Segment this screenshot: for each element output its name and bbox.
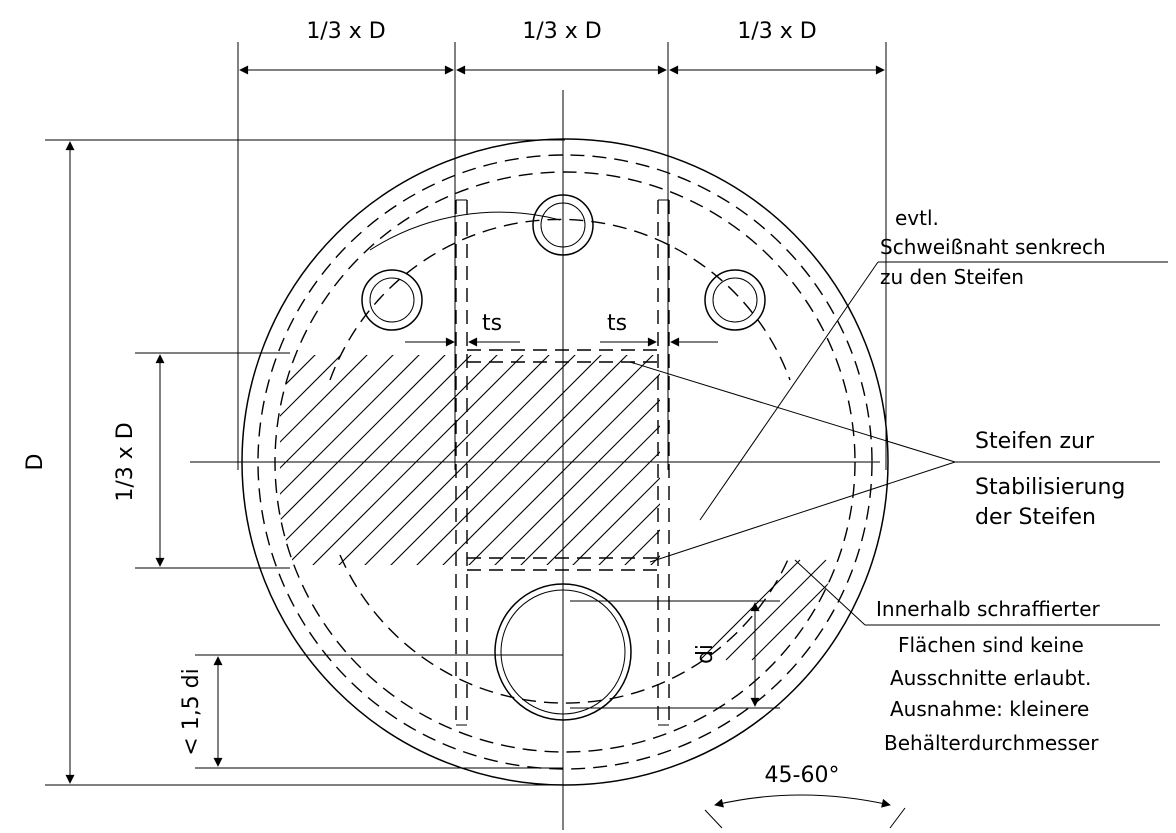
hatch-line bbox=[641, 355, 660, 565]
no-cutouts-line-1: Innerhalb schraffierter bbox=[876, 597, 1101, 621]
dim-angle: 45-60° bbox=[765, 763, 840, 788]
hatch-line bbox=[303, 355, 605, 565]
no-cutouts-line-4: Ausnahme: kleinere bbox=[890, 697, 1089, 721]
di-dimension: di bbox=[570, 600, 780, 709]
hatch-line bbox=[537, 355, 660, 565]
no-cutouts-line-2: Flächen sind keine bbox=[898, 633, 1084, 657]
hatch-line bbox=[459, 355, 660, 565]
dim-diameter: D bbox=[23, 454, 48, 471]
hatch-line-side bbox=[751, 559, 853, 661]
stiffeners-note-line-2: Stabilisierung bbox=[975, 475, 1125, 500]
weld-note: evtl. Schweißnaht senkrech zu den Steife… bbox=[699, 206, 1168, 521]
weld-note-line-3: zu den Steifen bbox=[880, 265, 1024, 289]
dim-third-1: 1/3 x D bbox=[306, 19, 385, 44]
stiffeners-note-line-1: Steifen zur bbox=[975, 429, 1095, 454]
center-lines bbox=[190, 90, 880, 830]
dim-offset: < 1,5 di bbox=[179, 668, 204, 755]
hatch-line bbox=[280, 355, 527, 565]
hatch-line bbox=[329, 355, 631, 565]
hatch-line-side bbox=[725, 559, 827, 661]
hatch-line bbox=[280, 355, 293, 565]
ts-dimensions: ts ts bbox=[405, 311, 718, 347]
hatch-line bbox=[280, 355, 475, 565]
hatch-line bbox=[1084, 300, 1176, 600]
angle-dimension: 45-60° bbox=[704, 763, 906, 829]
dim-vertical-third: 1/3 x D bbox=[113, 422, 138, 501]
no-cutouts-line-3: Ausschnitte erlaubt. bbox=[890, 666, 1091, 690]
hatch-line bbox=[1136, 300, 1176, 600]
nozzle-top bbox=[532, 194, 594, 256]
stiffener-plates bbox=[455, 199, 670, 726]
hatch-line bbox=[0, 300, 6, 600]
hatch-line bbox=[280, 355, 553, 565]
hatch-line bbox=[615, 355, 660, 565]
nozzle-left bbox=[361, 269, 423, 331]
hatch-line bbox=[280, 355, 397, 565]
hatch-line bbox=[433, 355, 660, 565]
hatch-line bbox=[485, 355, 660, 565]
offset-dimension: < 1,5 di bbox=[179, 654, 563, 769]
hatch-line bbox=[0, 300, 84, 600]
hatch-line bbox=[280, 355, 449, 565]
no-cutouts-line-5: Behälterdurchmesser bbox=[884, 731, 1099, 755]
hatch-line bbox=[668, 300, 968, 600]
hatch-line bbox=[280, 355, 345, 565]
hatch-line bbox=[280, 355, 579, 565]
stiffeners-note-line-3: der Steifen bbox=[975, 505, 1096, 530]
hatch-line bbox=[589, 355, 660, 565]
dim-di: di bbox=[693, 644, 718, 664]
hatch-line bbox=[511, 355, 660, 565]
hatch-line bbox=[563, 355, 660, 565]
no-cutouts-note: Innerhalb schraffierter Flächen sind kei… bbox=[794, 559, 1160, 755]
hatch-line bbox=[1110, 300, 1176, 600]
hatch-line bbox=[355, 355, 657, 565]
stiffeners-note: Steifen zur Stabilisierung der Steifen bbox=[629, 361, 1160, 563]
weld-note-line-2: Schweißnaht senkrech bbox=[880, 235, 1106, 259]
diameter-dimension: D bbox=[23, 139, 565, 786]
dim-third-2: 1/3 x D bbox=[522, 19, 601, 44]
hatch-line bbox=[0, 300, 110, 600]
hatch-line bbox=[0, 300, 214, 600]
nozzle-right bbox=[704, 269, 766, 331]
top-dimensions: 1/3 x D 1/3 x D 1/3 x D bbox=[237, 19, 887, 470]
weld-note-line-1: evtl. bbox=[895, 206, 939, 230]
hatch-line bbox=[280, 355, 501, 565]
hatch-line-side bbox=[777, 559, 855, 661]
dim-ts-right: ts bbox=[607, 311, 627, 336]
dim-ts-left: ts bbox=[482, 311, 502, 336]
dim-third-3: 1/3 x D bbox=[737, 19, 816, 44]
hatch-line bbox=[694, 300, 994, 600]
nozzle-bottom bbox=[494, 583, 632, 721]
hatch-line-side bbox=[699, 559, 801, 661]
hatch-line bbox=[0, 300, 58, 600]
hatch-line bbox=[407, 355, 660, 565]
hatch-line bbox=[1162, 300, 1176, 600]
vertical-third-dimension: 1/3 x D bbox=[113, 352, 290, 569]
hatch-line bbox=[381, 355, 660, 565]
hatch-line bbox=[0, 300, 32, 600]
